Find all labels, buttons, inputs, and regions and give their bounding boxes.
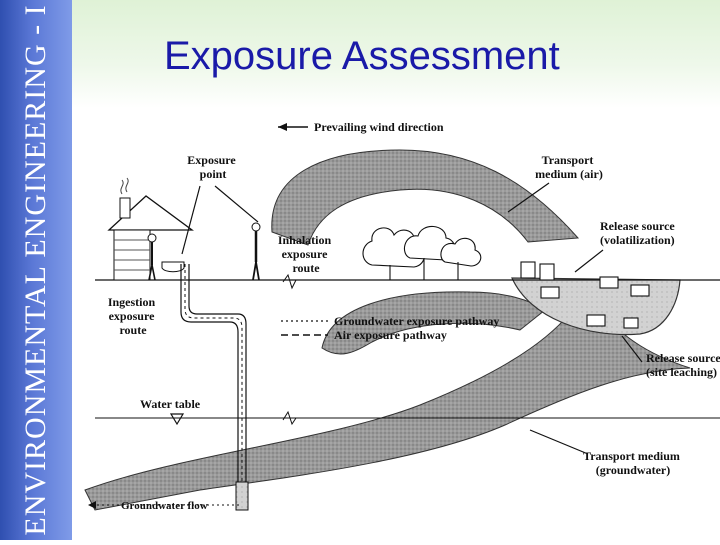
waste-drums [520, 261, 650, 329]
inhalation-label: Inhalation exposure route [278, 233, 334, 275]
person-outdoor [251, 222, 261, 281]
exposure-diagram: Prevailing wind direction [84, 120, 720, 512]
legend-air-label: Air exposure pathway [334, 328, 447, 342]
ingestion-label: Ingestion exposure route [108, 295, 158, 337]
sink [161, 261, 185, 273]
sidebar-band: ENVIRONMENTAL ENGINEERING - I [0, 0, 72, 540]
tree-cluster [362, 225, 482, 280]
house [107, 177, 194, 281]
groundwater-plume [84, 299, 691, 511]
groundwater-flow-label: Groundwater flow [121, 500, 208, 512]
well-pipe [180, 264, 249, 511]
pointer-arrows [181, 182, 643, 455]
water-table-label: Water table [140, 397, 201, 411]
person-indoor [147, 233, 157, 281]
course-title: ENVIRONMENTAL ENGINEERING - I [19, 4, 52, 536]
slide-title: Exposure Assessment [164, 34, 560, 78]
title-header: Exposure Assessment [72, 0, 720, 108]
air-plume [271, 149, 580, 246]
transport-groundwater-label: Transport medium (groundwater) [583, 449, 683, 477]
wind-label: Prevailing wind direction [314, 120, 444, 134]
exposure-point-label: Exposure point [187, 153, 238, 181]
legend-groundwater-label: Groundwater exposure pathway [334, 314, 499, 328]
diagram-area: Prevailing wind direction [72, 108, 720, 540]
wind-arrow [278, 123, 308, 131]
legend [281, 320, 328, 336]
groundwater-flow-arrow [88, 501, 240, 509]
release-volatilization-label: Release source (volatilization) [600, 219, 678, 247]
transport-air-label: Transport medium (air) [535, 153, 603, 181]
release-leaching-label: Release source (site leaching) [646, 351, 720, 379]
water-table-marker [169, 413, 185, 426]
